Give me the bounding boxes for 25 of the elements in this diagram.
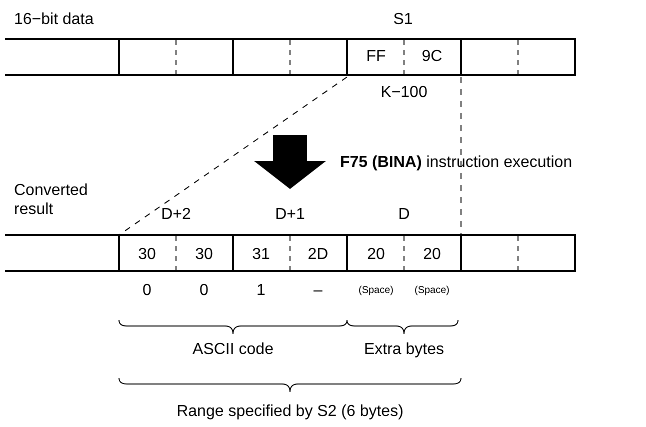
text-label: (Space)	[358, 285, 394, 297]
text-label: K−100	[380, 83, 428, 102]
text-label: 30	[138, 245, 156, 264]
text-label: FF	[366, 47, 386, 66]
text-label: 20	[423, 245, 441, 264]
text-label: Range specified by S2 (6 bytes)	[176, 402, 404, 422]
text-label: 0	[142, 281, 152, 300]
text-label: 0	[200, 281, 208, 300]
text-label: D+2	[161, 205, 191, 224]
text-label: Converted result	[14, 181, 89, 220]
text-label: Extra bytes	[364, 340, 444, 360]
text-label: S1	[393, 10, 413, 30]
text-label: 9C	[422, 47, 442, 66]
text-label: –	[314, 281, 322, 300]
text-label: 31	[252, 245, 270, 264]
text-label: 20	[367, 245, 385, 264]
text-label: 1	[256, 281, 266, 300]
text-label: 2D	[308, 245, 328, 264]
text-label: 30	[195, 245, 213, 264]
text-label: 16−bit data	[14, 10, 94, 30]
text-label: D	[398, 205, 410, 224]
text-label: F75 (BINA) instruction execution	[340, 153, 572, 172]
text-label: D+1	[275, 205, 305, 224]
text-label: (Space)	[414, 285, 450, 297]
text-label: ASCII code	[192, 340, 274, 360]
